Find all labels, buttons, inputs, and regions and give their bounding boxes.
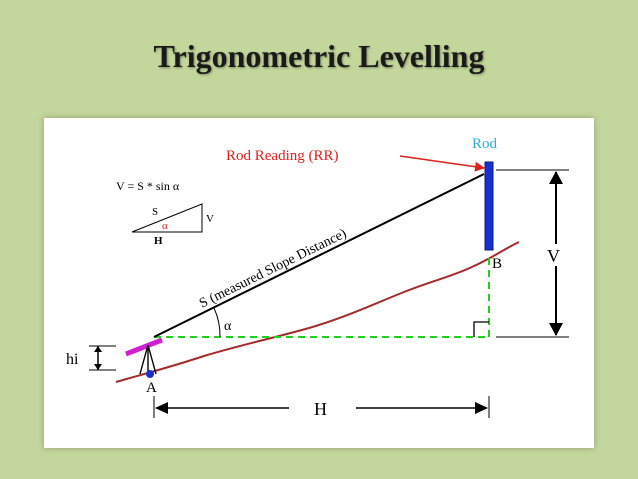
right-angle-mark bbox=[473, 321, 489, 337]
inset-formula: V = S * sin α bbox=[116, 179, 180, 193]
rod-reading-arrow bbox=[399, 155, 485, 172]
slope-label: S (measured Slope Distance) bbox=[197, 226, 349, 311]
v-label-backdrop bbox=[544, 244, 568, 266]
ground-line bbox=[115, 241, 520, 383]
h-arrow-right bbox=[475, 402, 488, 414]
inset-v-label: V bbox=[206, 213, 214, 225]
point-a-label: A bbox=[146, 380, 157, 396]
hi-arrow-down bbox=[94, 364, 102, 370]
diagram-frame: V = S * sin α S V H α S (measured Slope … bbox=[44, 118, 594, 448]
inset-s-label: S bbox=[152, 206, 158, 218]
v-arrow-up bbox=[549, 171, 563, 184]
hi-arrow-up bbox=[94, 346, 102, 352]
inset-h-label: H bbox=[154, 235, 163, 247]
alpha-arc bbox=[213, 307, 221, 338]
alpha-label: α bbox=[224, 319, 232, 334]
rod-label: Rod bbox=[472, 136, 498, 152]
inset-alpha: α bbox=[162, 220, 168, 232]
instrument-tripod-leg bbox=[147, 344, 157, 375]
slide-title: Trigonometric Levelling bbox=[153, 38, 485, 74]
inset-triangle bbox=[131, 203, 203, 233]
levelling-diagram: V = S * sin α S V H α S (measured Slope … bbox=[66, 136, 569, 419]
h-label: H bbox=[314, 399, 327, 419]
v-label: V bbox=[547, 246, 560, 266]
point-b-label: B bbox=[492, 256, 502, 272]
levelling-rod bbox=[484, 161, 494, 251]
h-arrow-left bbox=[155, 402, 168, 414]
slope-line bbox=[153, 173, 485, 338]
point-a-marker bbox=[146, 370, 154, 378]
instrument-tripod-leg bbox=[139, 344, 149, 375]
v-arrow-down bbox=[549, 323, 563, 336]
hi-label: hi bbox=[66, 351, 79, 368]
instrument-telescope bbox=[125, 337, 163, 357]
rod-reading-label: Rod Reading (RR) bbox=[226, 148, 339, 164]
